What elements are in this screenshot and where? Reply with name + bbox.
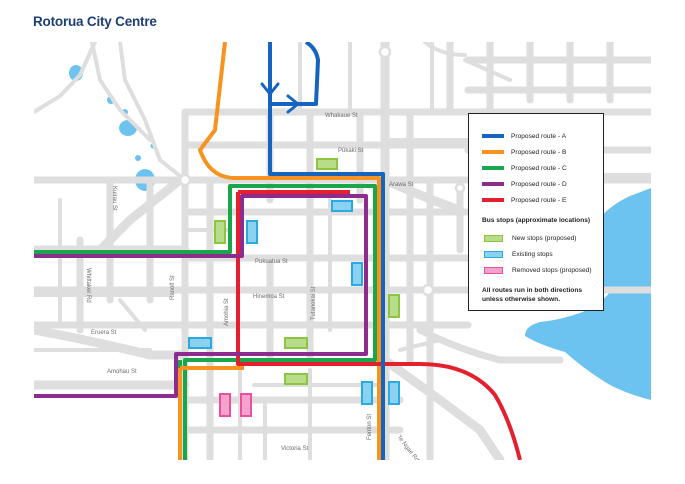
legend-route-e: Proposed route - E — [482, 192, 595, 208]
street-label-amohia: Amohia St — [224, 298, 230, 326]
legend-route-label: Proposed route - D — [511, 180, 567, 188]
route-b-line[interactable] — [198, 42, 381, 460]
street-label-ranolf: Ranolf St — [170, 275, 176, 300]
legend-route-c: Proposed route - C — [482, 160, 595, 176]
legend-route-swatch — [482, 134, 504, 138]
route-a-direction-arrows — [260, 82, 300, 114]
route-d-line[interactable] — [34, 194, 368, 398]
legend-stop-swatch — [484, 234, 503, 242]
legend-route-swatch — [482, 198, 504, 202]
street-label-eruera: Eruera St — [91, 330, 117, 336]
legend-stop-removed: Removed stops (proposed) — [482, 262, 595, 278]
legend-stop-label: Existing stops — [512, 250, 553, 258]
legend-route-swatch — [482, 182, 504, 186]
bus-stop-new[interactable] — [388, 294, 400, 318]
legend-route-d: Proposed route - D — [482, 176, 595, 192]
street-label-victoria: Victoria St — [281, 446, 309, 452]
street-label-fenton: Fenton St — [367, 414, 373, 440]
bus-stop-removed[interactable] — [240, 393, 252, 417]
street-label-whittaker: Whittaker Rd — [85, 268, 91, 303]
bus-stops — [188, 158, 400, 417]
legend-stop-label: Removed stops (proposed) — [512, 266, 592, 274]
route-b-south-line[interactable] — [178, 366, 244, 460]
street-label-arawa: Arawa St — [389, 182, 414, 188]
map-legend: Proposed route - A Proposed route - B Prop… — [468, 113, 604, 311]
roundabouts — [178, 45, 466, 297]
map-title: Rotorua City Centre — [33, 14, 157, 29]
bus-stop-existing[interactable] — [351, 262, 363, 286]
bus-stop-new[interactable] — [284, 337, 308, 349]
legend-route-label: Proposed route - C — [511, 164, 567, 172]
route-a-line[interactable] — [268, 42, 385, 460]
lake-rotorua — [525, 188, 651, 400]
legend-route-label: Proposed route - E — [511, 196, 567, 204]
bus-stop-existing[interactable] — [331, 200, 353, 212]
route-a-loop-line[interactable] — [270, 42, 320, 106]
bus-stop-new[interactable] — [316, 158, 338, 170]
bus-stop-removed[interactable] — [219, 393, 231, 417]
legend-stops-heading: Bus stops (approximate locations) — [482, 217, 591, 224]
legend-stop-existing: Existing stops — [482, 246, 595, 262]
bus-stop-existing[interactable] — [188, 337, 212, 349]
legend-stop-new: New stops (proposed) — [482, 230, 595, 246]
legend-stop-swatch — [484, 250, 503, 258]
street-label-kuirau: Kuirau St — [111, 186, 117, 211]
route-e-line[interactable] — [236, 190, 522, 460]
legend-route-swatch — [482, 166, 504, 170]
legend-route-a: Proposed route - A — [482, 128, 595, 144]
legend-route-list: Proposed route - A Proposed route - B Prop… — [482, 128, 595, 208]
bus-stop-existing[interactable] — [388, 381, 400, 405]
legend-stop-swatch — [484, 266, 503, 274]
route-c-line[interactable] — [34, 184, 377, 460]
bus-stop-existing[interactable] — [246, 220, 258, 244]
street-label-whakaue: Whakaue St — [325, 113, 358, 119]
road-network — [34, 42, 651, 460]
legend-route-label: Proposed route - B — [511, 148, 567, 156]
legend-route-label: Proposed route - A — [511, 132, 566, 140]
legend-stop-label: New stops (proposed) — [512, 234, 577, 242]
street-label-pukuatua: Pukuatua St — [255, 259, 288, 265]
legend-note: All routes run in both directions unless… — [482, 287, 583, 303]
legend-route-b: Proposed route - B — [482, 144, 595, 160]
bus-stop-existing[interactable] — [361, 381, 373, 405]
kuirau-park-ponds — [69, 65, 156, 191]
street-label-hinemoa: Hinemoa St — [253, 294, 285, 300]
street-label-pukaki: Pūkaki St — [338, 148, 364, 154]
bus-stop-new[interactable] — [214, 220, 226, 244]
street-label-tengae: Te Ngae Rd — [395, 435, 419, 464]
bus-stop-new[interactable] — [284, 373, 308, 385]
legend-route-swatch — [482, 150, 504, 154]
street-label-tutanekai: Tutanekai St — [311, 286, 317, 320]
street-label-amohau: Amohau St — [107, 369, 137, 375]
